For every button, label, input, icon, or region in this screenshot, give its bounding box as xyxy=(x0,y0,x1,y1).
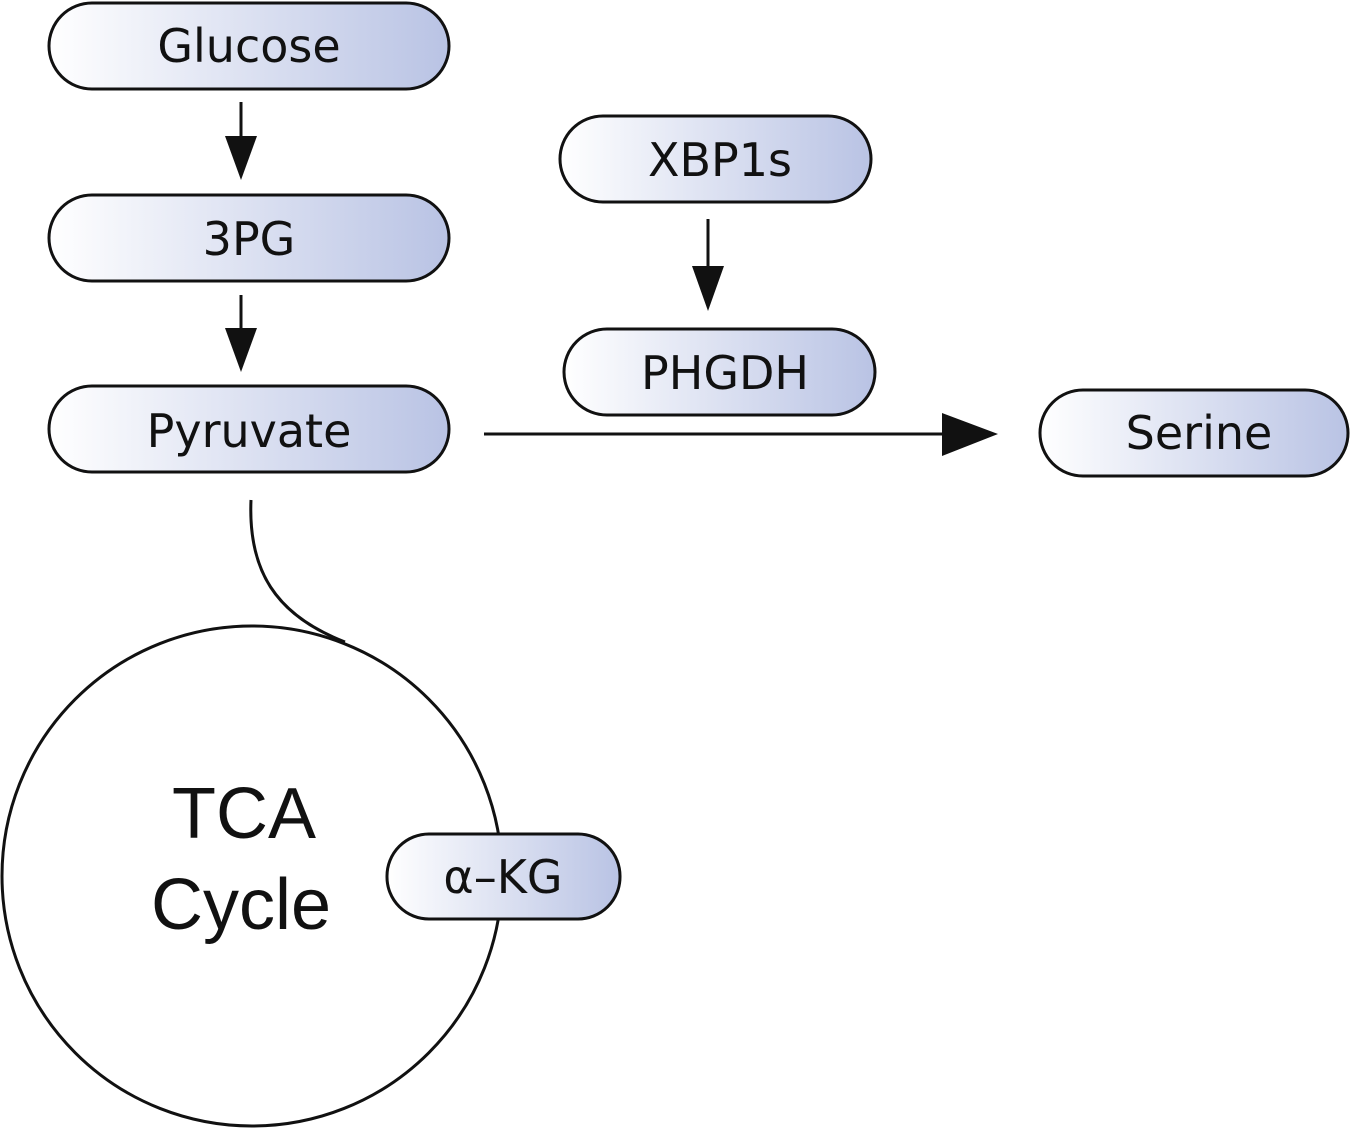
node-serine-label: Serine xyxy=(1126,406,1273,460)
node-xbp1s: XBP1s xyxy=(558,114,873,204)
node-alpha-kg: α–KG xyxy=(385,832,622,921)
node-serine: Serine xyxy=(1038,388,1350,478)
arrow-pyruvate-to-serine xyxy=(484,413,998,456)
tca-cycle-label-line2: Cycle xyxy=(151,865,331,945)
node-pyruvate-label: Pyruvate xyxy=(147,404,352,458)
arrow-xbp1s-to-phgdh xyxy=(692,219,724,311)
node-glucose-label: Glucose xyxy=(157,19,340,73)
tca-cycle-label-line1: TCA xyxy=(172,774,316,854)
pyruvate-to-tca-connector xyxy=(249,499,346,644)
node-alpha-kg-label: α–KG xyxy=(443,850,562,904)
node-phgdh-label: PHGDH xyxy=(641,346,809,400)
node-pyruvate: Pyruvate xyxy=(47,384,451,474)
arrow-glucose-to-3pg xyxy=(225,102,257,180)
node-3pg-label: 3PG xyxy=(203,212,296,266)
node-xbp1s-label: XBP1s xyxy=(648,133,792,187)
node-glucose: Glucose xyxy=(47,1,451,91)
node-3pg: 3PG xyxy=(47,193,451,283)
arrow-3pg-to-pyruvate xyxy=(225,295,257,372)
node-phgdh: PHGDH xyxy=(562,327,877,417)
